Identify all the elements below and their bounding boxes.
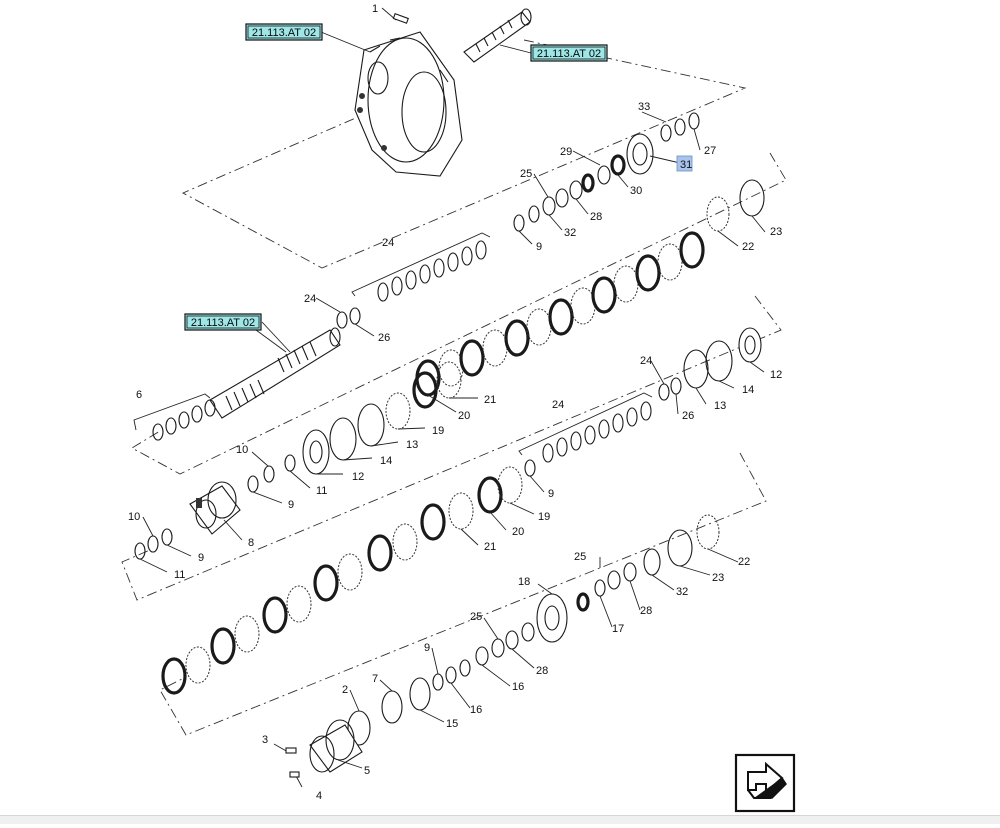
splined-shaft-top [463, 8, 532, 63]
part-label[interactable]: 27 [704, 145, 716, 157]
leader-lines [139, 31, 766, 769]
bolt-1 [381, 7, 409, 24]
part-label[interactable]: 25 [520, 168, 532, 180]
part-label[interactable]: 9 [288, 499, 294, 511]
part-label[interactable]: 32 [564, 227, 576, 239]
part-label[interactable]: 16 [512, 681, 524, 693]
ref-box-top-left[interactable]: 21.113.AT 02 [245, 23, 323, 41]
part-label[interactable]: 21 [484, 394, 496, 406]
part-label[interactable]: 15 [446, 718, 458, 730]
part-label[interactable]: 23 [712, 572, 724, 584]
part-label[interactable]: 13 [406, 439, 418, 451]
part-label[interactable]: 3 [262, 734, 268, 746]
selected-part-highlight [676, 155, 693, 172]
part-label-selected[interactable]: 31 [680, 159, 692, 171]
part-label[interactable]: 14 [742, 384, 754, 396]
part-label[interactable]: 10 [128, 511, 140, 523]
bottom-group-parts [347, 514, 720, 746]
carrier-5 [273, 719, 363, 788]
part-label[interactable]: 12 [770, 369, 782, 381]
hub-8 [189, 481, 241, 535]
ref-label: 21.113.AT 02 [537, 48, 601, 60]
part-label[interactable]: 9 [548, 488, 554, 500]
clutch-plates-row-3 [161, 466, 523, 695]
part-label[interactable]: 24 [304, 293, 316, 305]
part-label[interactable]: 17 [612, 623, 624, 635]
assembly-boundaries [121, 39, 787, 736]
part-label[interactable]: 10 [236, 444, 248, 456]
clutch-plates-row-2 [415, 179, 765, 397]
part-label[interactable]: 2 [342, 684, 348, 696]
part-label[interactable]: 20 [512, 526, 524, 538]
part-label[interactable]: 26 [682, 410, 694, 422]
transmission-housing [354, 31, 463, 177]
part-label[interactable]: 9 [424, 642, 430, 654]
part-number-labels: 1 33 27 31 29 30 25 28 32 9 23 22 24 24 … [128, 3, 782, 802]
part-label[interactable]: 8 [248, 537, 254, 549]
part-label[interactable]: 4 [316, 790, 322, 802]
part-label[interactable]: 7 [372, 673, 378, 685]
bottom-scrollbar-strip[interactable] [0, 815, 1000, 824]
part-label[interactable]: 11 [316, 485, 327, 497]
part-label[interactable]: 30 [630, 185, 642, 197]
part-label[interactable]: 16 [470, 704, 482, 716]
main-shaft [209, 327, 341, 419]
part-label[interactable]: 28 [536, 665, 548, 677]
part-label[interactable]: 5 [364, 765, 370, 777]
ref-label: 21.113.AT 02 [191, 317, 255, 329]
part-label[interactable]: 26 [378, 332, 390, 344]
part-label[interactable]: 1 [372, 3, 378, 15]
part-label[interactable]: 24 [552, 399, 564, 411]
part-label[interactable]: 24 [640, 355, 652, 367]
clutch-pack-24-middle [518, 392, 653, 477]
ref-label: 21.113.AT 02 [252, 27, 316, 39]
ref-box-middle-left[interactable]: 21.113.AT 02 [184, 313, 262, 331]
middle-group-parts [247, 327, 762, 493]
part-label[interactable]: 23 [770, 226, 782, 238]
part-label[interactable]: 9 [536, 241, 542, 253]
top-group-rings [513, 112, 700, 232]
part-label[interactable]: 25 [574, 551, 586, 563]
part-label[interactable]: 18 [518, 576, 530, 588]
part-label[interactable]: 24 [382, 237, 394, 249]
part-label[interactable]: 32 [676, 586, 688, 598]
part-label[interactable]: 20 [458, 410, 470, 422]
part-label[interactable]: 33 [638, 101, 650, 113]
part-label[interactable]: 21 [484, 541, 496, 553]
rings-6 [133, 393, 216, 441]
part-label[interactable]: 11 [174, 569, 185, 581]
ref-box-top-right[interactable]: 21.113.AT 02 [530, 44, 608, 62]
clutch-pack-24-top [336, 232, 491, 329]
part-label[interactable]: 12 [352, 471, 364, 483]
part-label[interactable]: 25 [470, 611, 482, 623]
part-label[interactable]: 19 [538, 511, 550, 523]
part-label[interactable]: 9 [198, 552, 204, 564]
part-label[interactable]: 22 [742, 241, 754, 253]
part-label[interactable]: 13 [714, 400, 726, 412]
part-label[interactable]: 22 [738, 556, 750, 568]
part-label[interactable]: 14 [380, 455, 392, 467]
part-label[interactable]: 19 [432, 425, 444, 437]
part-label[interactable]: 28 [590, 211, 602, 223]
return-arrow-icon[interactable] [734, 753, 796, 813]
part-label[interactable]: 28 [640, 605, 652, 617]
part-label[interactable]: 29 [560, 146, 572, 158]
part-label[interactable]: 6 [136, 389, 142, 401]
